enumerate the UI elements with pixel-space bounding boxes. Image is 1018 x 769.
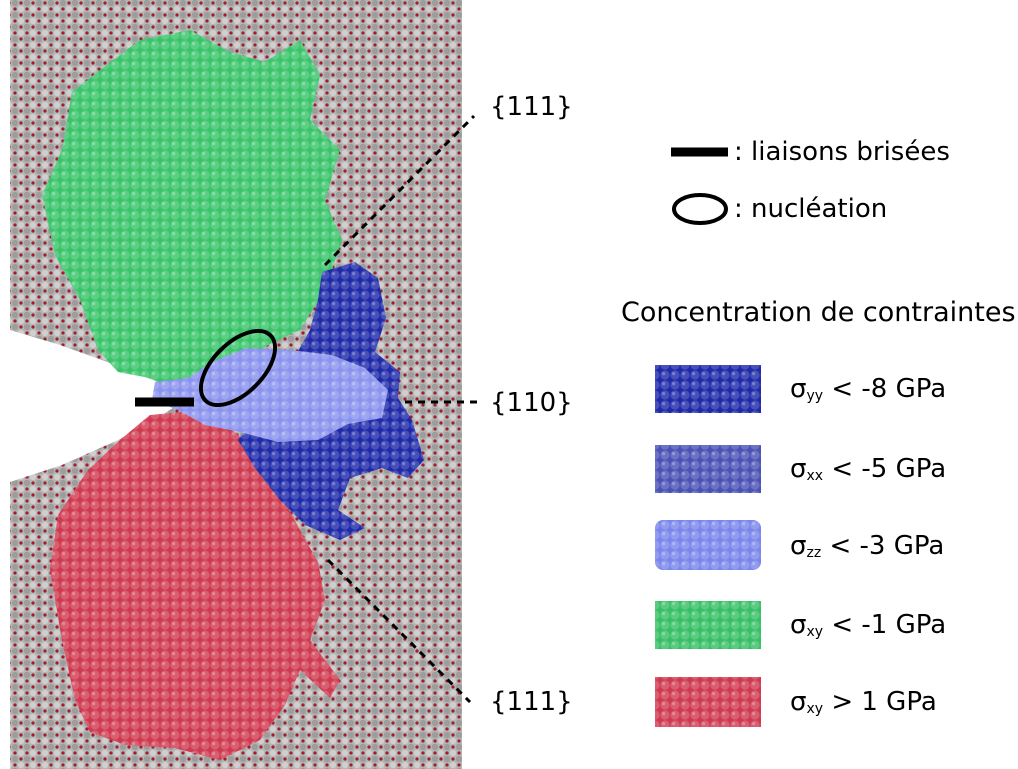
green-stress-region bbox=[42, 30, 342, 392]
legend-swatch-xx bbox=[655, 445, 761, 493]
sigma-symbol: σ bbox=[790, 374, 807, 404]
legend-item-zz: σzz < -3 GPa bbox=[790, 531, 944, 568]
plane-label-111-top: {111} bbox=[490, 92, 573, 122]
sigma-subscript: zz bbox=[806, 545, 822, 561]
threshold-text: < -5 GPa bbox=[823, 454, 947, 484]
legend-swatch-yy bbox=[655, 365, 761, 413]
plane-line-111-top bbox=[323, 114, 476, 267]
sigma-symbol: σ bbox=[790, 610, 807, 640]
sigma-symbol: σ bbox=[790, 454, 807, 484]
threshold-text: < -1 GPa bbox=[823, 610, 947, 640]
plane-label-111-bottom: {111} bbox=[490, 687, 573, 717]
red-stress-region bbox=[50, 410, 340, 760]
sigma-symbol: σ bbox=[790, 531, 807, 561]
legend-swatch-xy-pos bbox=[655, 677, 761, 727]
legend-item-xx: σxx < -5 GPa bbox=[790, 454, 946, 491]
legend-broken-bonds-text: : liaisons brisées bbox=[734, 137, 950, 167]
plane-label-110: {110} bbox=[490, 388, 573, 418]
nucleation-ellipse bbox=[198, 328, 278, 408]
threshold-text: > 1 GPa bbox=[823, 687, 937, 717]
legend-item-xy-pos: σxy > 1 GPa bbox=[790, 687, 937, 724]
legend-item-yy: σyy < -8 GPa bbox=[790, 374, 946, 411]
threshold-text: < -8 GPa bbox=[823, 374, 947, 404]
legend-swatch-zz bbox=[655, 520, 761, 570]
sigma-subscript: yy bbox=[806, 388, 824, 404]
sigma-subscript: xx bbox=[806, 468, 824, 484]
threshold-text: < -3 GPa bbox=[821, 531, 945, 561]
sigma-subscript: xy bbox=[806, 624, 824, 640]
legend-nucleation-text: : nucléation bbox=[734, 194, 888, 224]
sigma-subscript: xy bbox=[806, 701, 824, 717]
sigma-symbol: σ bbox=[790, 687, 807, 717]
legend-swatch-xy-neg bbox=[655, 601, 761, 649]
light-blue-stress-region bbox=[152, 348, 388, 442]
legend-ellipse-icon bbox=[672, 193, 728, 225]
legend-item-xy-neg: σxy < -1 GPa bbox=[790, 610, 946, 647]
legend-title: Concentration de contraintes bbox=[621, 297, 1016, 328]
